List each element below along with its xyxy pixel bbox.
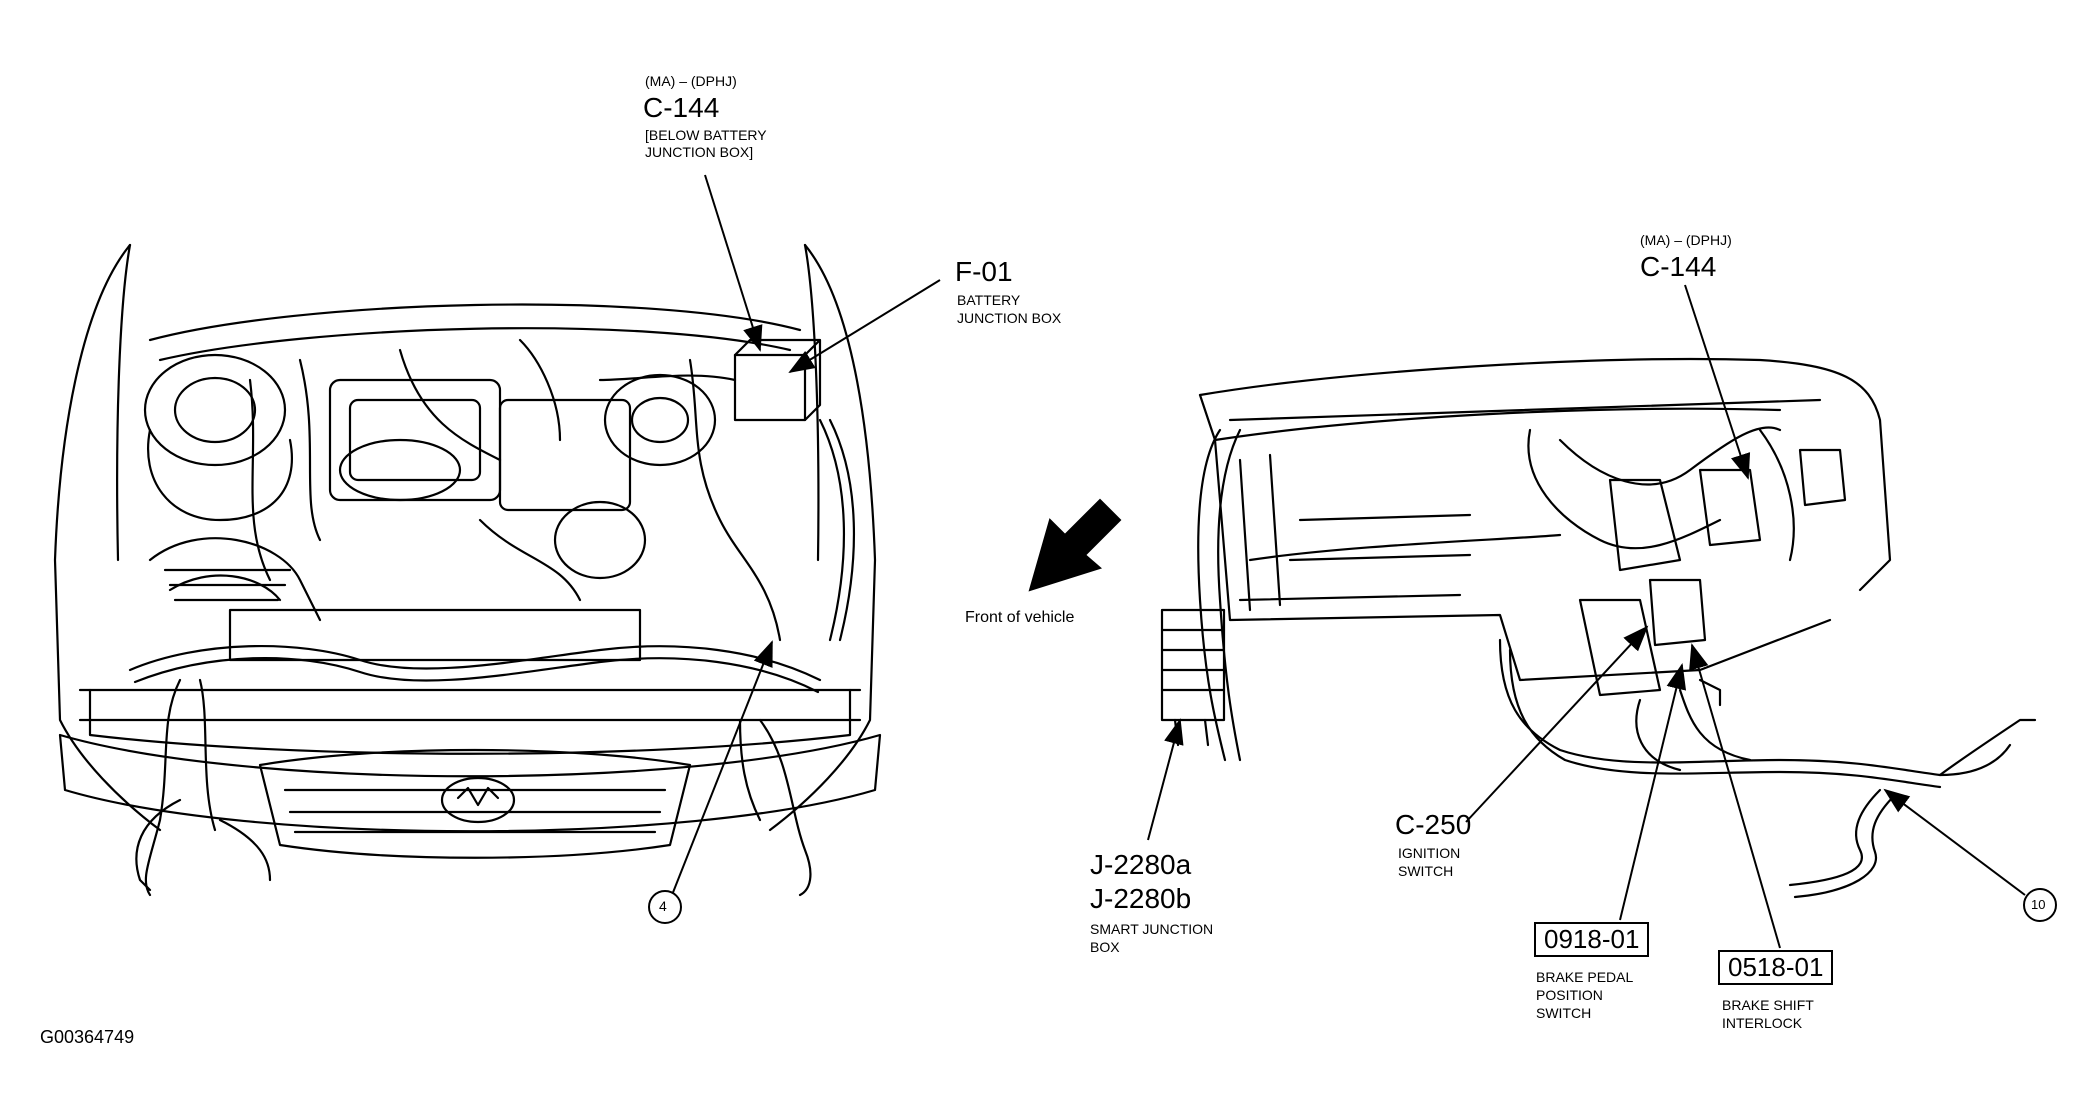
- c144-right-variant: (MA) – (DPHJ): [1640, 232, 1732, 248]
- bpp-desc-line3: SWITCH: [1536, 1005, 1592, 1021]
- sjb-desc-line2: BOX: [1090, 939, 1120, 955]
- callout-4-label: 4: [659, 898, 667, 914]
- c144-left-desc-line2: JUNCTION BOX]: [645, 144, 754, 160]
- brake-shift-interlock-code: 0518-01: [1718, 950, 1834, 986]
- leader-0518: [1689, 643, 1781, 949]
- bsi-desc-line1: BRAKE SHIFT: [1722, 997, 1814, 1013]
- bsi-desc-line2: INTERLOCK: [1722, 1015, 1803, 1031]
- callout-10-circle: [2023, 888, 2057, 922]
- front-direction-arrow-icon: [1028, 498, 1122, 592]
- sjb-desc-line1: SMART JUNCTION: [1090, 921, 1214, 937]
- leader-c144-left: [704, 174, 763, 352]
- leader-j2280: [1147, 718, 1184, 841]
- bpp-desc-line1: BRAKE PEDAL: [1536, 969, 1634, 985]
- leader-c250: [1465, 625, 1649, 823]
- c144-left-code: C-144: [643, 92, 720, 123]
- callout-10-label: 10: [2031, 897, 2046, 912]
- front-of-vehicle-label: Front of vehicle: [965, 609, 1075, 626]
- j2280b-code: J-2280b: [1090, 883, 1192, 914]
- c250-desc-line2: SWITCH: [1398, 863, 1454, 879]
- leader-callout-10: [1883, 788, 2026, 896]
- f01-desc-line1: BATTERY: [957, 292, 1021, 308]
- f01-code: F-01: [955, 256, 1013, 287]
- c144-left-variant: (MA) – (DPHJ): [645, 73, 737, 89]
- j2280a-code: J-2280a: [1090, 849, 1192, 880]
- c144-left-desc-line1: [BELOW BATTERY: [645, 127, 767, 143]
- leader-c144-right: [1684, 284, 1751, 480]
- callout-4-circle: [648, 890, 682, 924]
- engine-bay-illustration: [53, 243, 882, 897]
- instrument-panel-illustration: [1160, 357, 2037, 899]
- c250-code: C-250: [1395, 809, 1472, 840]
- f01-desc-line2: JUNCTION BOX: [957, 310, 1062, 326]
- leader-f01: [788, 279, 941, 374]
- c250-desc-line1: IGNITION: [1398, 845, 1461, 861]
- leader-0918: [1619, 663, 1687, 921]
- bpp-desc-line2: POSITION: [1536, 987, 1603, 1003]
- c144-right-code: C-144: [1640, 251, 1717, 282]
- leader-lines: [671, 174, 2026, 949]
- brake-pedal-position-switch-code: 0918-01: [1534, 922, 1650, 958]
- leader-callout-4: [671, 640, 773, 896]
- figure-id: G00364749: [40, 1027, 135, 1047]
